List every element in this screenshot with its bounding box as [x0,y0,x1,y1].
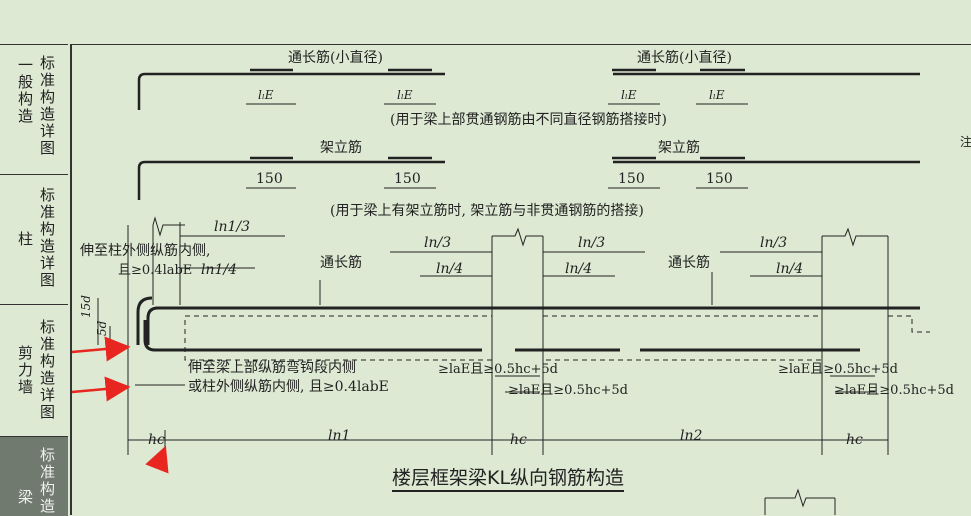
dim-ln4-b: ln/4 [565,261,592,277]
anchor-1: ≥laE且≥0.5hc+5d [438,362,558,377]
frame-top-line [70,44,971,45]
label-row2-right: 架立筋 [658,139,700,156]
dim-ln1-3: ln1/3 [214,219,250,235]
red-arrow-2 [71,376,131,402]
sidebar: 一般构造 标准构造详图 柱 标准构造详图 剪力墙 标准构造详图 梁 标准构造 [0,44,72,516]
tab-column[interactable]: 柱 标准构造详图 [0,174,68,305]
tab-label-primary: 一般构造 [18,56,34,125]
tab-label-secondary: 标准构造 [40,446,56,515]
note-row1: (用于梁上部贯通钢筋由不同直径钢筋搭接时) [390,111,667,128]
label-row1-right: 通长筋(小直径) [637,49,732,66]
note-column-1: 伸至柱外侧纵筋内侧, [80,242,210,259]
dim-15d: 15d [79,295,93,318]
dim-row2-3: 150 [618,171,645,187]
dim-ln1: ln1 [328,428,350,444]
dim-ln4-a: ln/4 [436,261,463,277]
dim-ln4-c: ln/4 [776,261,803,277]
red-arrow-1 [71,336,131,362]
dim-hc-1: hc [148,432,165,448]
dim-row2-4: 150 [706,171,733,187]
note-row2: (用于梁上有架立筋时, 架立筋与非贯通钢筋的搭接) [330,202,644,219]
dim-row1-1: lₗE [258,88,274,102]
tab-general-construction[interactable]: 一般构造 标准构造详图 [0,44,68,175]
dim-ln2: ln2 [680,428,702,444]
dim-5d: 5d [95,320,109,336]
tab-beam[interactable]: 梁 标准构造 [0,436,68,516]
dim-hc-2: hc [510,432,527,448]
dim-ln1-4: ln1/4 [201,262,237,278]
beam-top-bar [146,306,920,345]
dim-hc-3: hc [846,432,863,448]
note-bottom-2: 或柱外侧纵筋内侧, 且≥0.4labE [188,378,389,395]
dim-ln3-b: ln/3 [578,235,605,251]
note-column-2: 且≥0.4labE [118,263,192,278]
label-tongchang-2: 通长筋 [668,254,710,271]
dim-row2-2: 150 [394,171,421,187]
dim-row1-4: lₗE [709,88,725,102]
tab-label-secondary: 标准构造详图 [40,186,56,289]
anchor-4: ≥laE且≥0.5hc+5d [834,383,954,398]
anchor-2: ≥laE且≥0.5hc+5d [508,383,628,398]
dim-ln3-a: ln/3 [424,235,451,251]
tab-label-primary: 柱 [18,230,34,248]
label-tongchang-1: 通长筋 [320,254,362,271]
rebar-erection-left [137,160,445,200]
dim-ln3-c: ln/3 [760,235,787,251]
dim-row2-1: 150 [256,171,283,187]
note-bottom-1: 伸至梁上部纵筋弯钩段内侧 [188,359,356,376]
tab-label-secondary: 标准构造详图 [40,318,56,421]
tab-label-secondary: 标准构造详图 [40,54,56,157]
tab-label-primary: 剪力墙 [18,344,34,396]
dim-row1-3: lₗE [621,88,637,102]
rebar-top-small-left [137,72,445,110]
red-arrow-3 [145,445,169,474]
label-row2-left: 架立筋 [320,139,362,156]
tab-shear-wall[interactable]: 剪力墙 标准构造详图 [0,304,68,437]
side-note-mark: 注 [960,134,971,149]
anchor-3: ≥laE且≥0.5hc+5d [778,362,898,377]
tab-label-primary: 梁 [18,488,34,506]
diagram-title: 楼层框架梁KL纵向钢筋构造 [392,466,625,492]
dim-row1-2: lₗE [397,88,413,102]
label-row1-left: 通长筋(小直径) [288,49,383,66]
